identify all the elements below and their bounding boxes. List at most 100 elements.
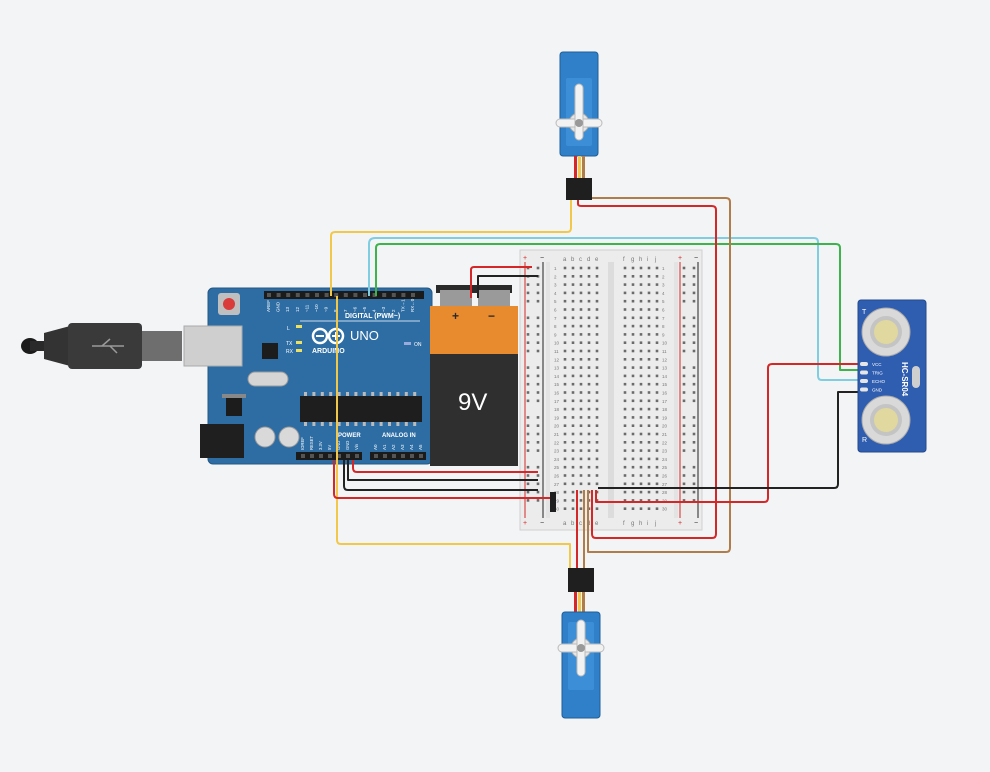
breadboard-column-label: d [587, 257, 590, 263]
rail-minus-bottom-right: − [694, 520, 698, 527]
analog-pin-label: A5 [418, 444, 423, 450]
breadboard-row-label: 11 [662, 349, 667, 354]
power-pin-label: GND [345, 441, 350, 450]
wire-red-5v[interactable] [352, 460, 538, 473]
wire-black-gnd-2[interactable] [347, 460, 538, 481]
atmega-chip [300, 396, 422, 422]
breadboard-row-label: 12 [554, 357, 560, 362]
breadboard-column-label: i [647, 521, 648, 527]
rail-plus-bottom-right: + [678, 520, 682, 527]
wire-black-sensor-gnd[interactable] [598, 391, 860, 489]
power-pin-label: IOREF [300, 437, 305, 450]
crystal [247, 371, 289, 387]
breadboard-column-label: h [639, 521, 642, 527]
wire-red-servo-top[interactable] [577, 194, 717, 539]
digital-pin-label: ~5 [362, 306, 367, 312]
breadboard-row-label: 21 [662, 432, 668, 437]
breadboard-row-label: 3 [554, 283, 557, 288]
battery-minus-terminal: − [488, 309, 495, 323]
sensor-r-label: R [862, 437, 867, 444]
digital-pin-label: ~6 [352, 306, 357, 312]
breadboard-row-label: 20 [662, 424, 668, 429]
digital-pin-label: ~3 [381, 306, 386, 312]
breadboard-row-label: 1 [554, 266, 557, 271]
breadboard-row-label: 23 [554, 449, 560, 454]
wire-red-battery[interactable] [470, 266, 532, 298]
breadboard-row-label: 15 [554, 382, 560, 387]
battery-plus-terminal: + [452, 309, 459, 323]
breadboard-column-label: c [579, 257, 582, 263]
usb-port[interactable] [183, 325, 243, 367]
battery-voltage-label: 9V [458, 389, 487, 416]
servo-motor-bottom[interactable] [557, 568, 605, 719]
sensor-t-label: T [862, 309, 867, 316]
breadboard-row-label: 28 [662, 490, 668, 495]
breadboard-row-label: 17 [554, 399, 560, 404]
breadboard-row-label: 18 [554, 407, 560, 412]
analog-header[interactable] [370, 452, 426, 460]
analog-label: ANALOG IN [382, 433, 416, 439]
wire-black-gnd-1[interactable] [343, 460, 538, 491]
breadboard-row-label: 4 [554, 291, 557, 296]
power-pin-label: Vin [354, 443, 359, 450]
wire-yellow-servo-bottom[interactable] [336, 296, 571, 572]
breadboard-column-label: f [623, 521, 625, 527]
breadboard-row-label: 9 [662, 332, 665, 337]
breadboard-row-label: 3 [662, 283, 665, 288]
power-pin-label: RESET [309, 436, 314, 450]
breadboard-row-label: 1 [662, 266, 665, 271]
wire-red-sensor-vcc-2[interactable] [595, 363, 860, 503]
analog-pin-label: A3 [400, 444, 405, 450]
breadboard-row-label: 2 [554, 274, 557, 279]
sensor-pin-label: GND [872, 388, 883, 393]
capacitor-2 [278, 426, 300, 448]
breadboard-row-label: 8 [662, 324, 665, 329]
power-jack[interactable] [200, 424, 244, 458]
rail-plus-top-right: + [678, 255, 682, 262]
breadboard-column-label: j [654, 257, 656, 263]
digital-pin-label: ~11 [304, 304, 309, 312]
analog-pin-label: A1 [382, 444, 387, 450]
breadboard-column-label: g [631, 521, 634, 527]
breadboard-column-label: a [563, 521, 567, 527]
breadboard-row-label: 17 [662, 399, 668, 404]
digital-pin-label: 4 [372, 309, 377, 312]
led-rx-label: RX [286, 349, 294, 355]
servo-top-connector[interactable] [566, 178, 592, 200]
breadboard-row-label: 26 [662, 474, 668, 479]
servo-bottom-connector[interactable] [568, 568, 594, 592]
digital-pin-label: AREF [266, 300, 271, 312]
sensor-pin-label: VCC [872, 362, 882, 367]
breadboard-row-label: 25 [554, 465, 560, 470]
analog-pin-label: A2 [391, 444, 396, 450]
breadboard-row-label: 20 [554, 424, 560, 429]
breadboard-column-label: j [654, 521, 656, 527]
arduino-brand-text: ARDUINO [312, 348, 345, 355]
breadboard-row-label: 19 [554, 415, 560, 420]
breadboard-jumper[interactable] [550, 492, 556, 512]
digital-pin-label: ~9 [324, 306, 329, 312]
breadboard-row-label: 22 [662, 440, 668, 445]
wire-red-sensor-vcc[interactable] [333, 460, 552, 499]
battery-9v[interactable]: + − 9V [430, 285, 518, 466]
breadboard-column-label: b [571, 257, 575, 263]
breadboard-row-label: 10 [662, 341, 668, 346]
breadboard-column-label: g [631, 257, 634, 263]
wire-green-echo[interactable] [375, 243, 860, 371]
servo-motor-top[interactable] [555, 51, 603, 200]
wire-brown-servo-top[interactable] [584, 194, 731, 553]
wire-black-battery[interactable] [477, 275, 538, 298]
digital-pin-label: 7 [343, 309, 348, 312]
breadboard-row-label: 12 [662, 357, 668, 362]
breadboard-row-label: 21 [554, 432, 560, 437]
breadboard-row-label: 11 [554, 349, 559, 354]
wire-yellow-servo-top[interactable] [330, 194, 572, 296]
breadboard-row-label: 23 [662, 449, 668, 454]
on-led-label: ON [414, 342, 422, 348]
digital-pin-label: TX→1 [400, 299, 405, 312]
wire-cyan-trig[interactable] [368, 237, 860, 381]
